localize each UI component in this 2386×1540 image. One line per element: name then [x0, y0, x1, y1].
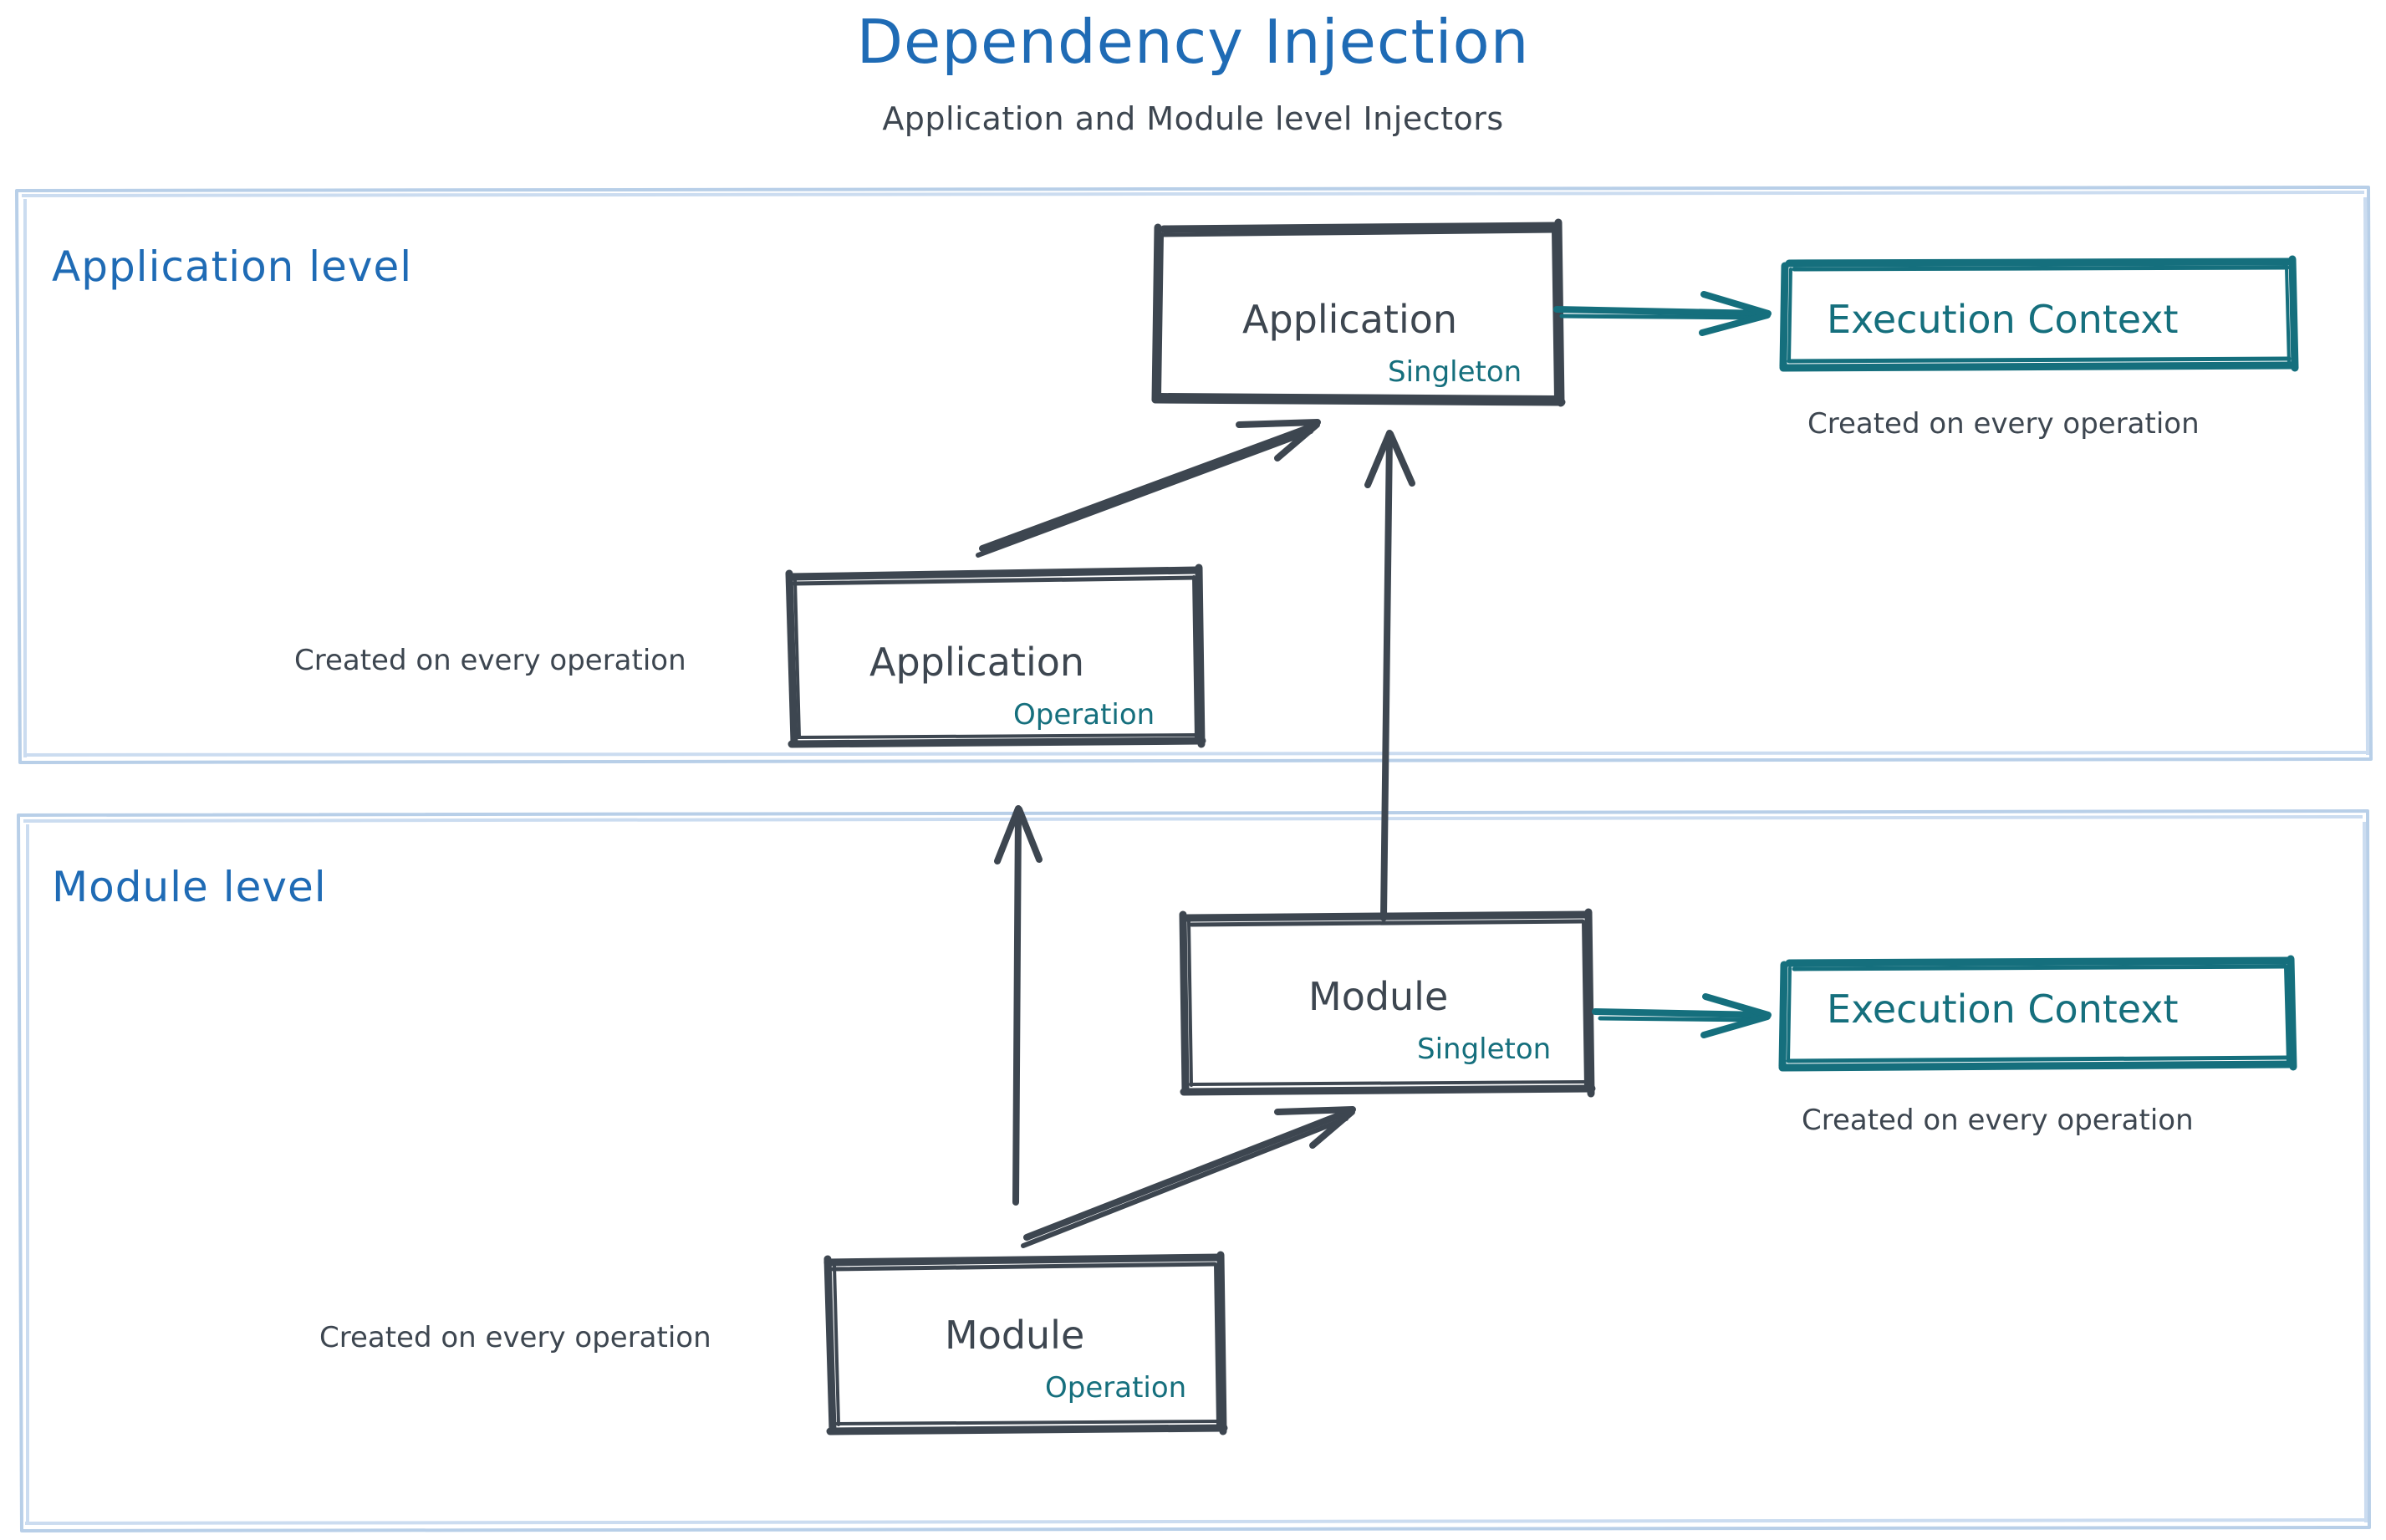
- node-title-module-operation: Module: [945, 1313, 1085, 1358]
- container-label-module-level: Module level: [52, 863, 327, 911]
- node-title-module-singleton: Module: [1308, 974, 1449, 1019]
- node-title-module-execution-context: Execution Context: [1827, 987, 2179, 1032]
- edge-module-singleton-to-app-singleton: [1364, 430, 1415, 921]
- caption-module-execution-context: Created on every operation: [1802, 1104, 2194, 1137]
- page-subtitle: Application and Module level Injectors: [882, 100, 1504, 137]
- container-label-application-level: Application level: [52, 242, 413, 291]
- container-module-level: [17, 809, 2371, 1532]
- node-title-application-singleton: Application: [1242, 297, 1458, 342]
- edge-app-operation-to-app-singleton: [976, 419, 1321, 558]
- edge-app-singleton-to-execution-context: [1553, 291, 1772, 336]
- edge-module-operation-to-app-operation: [994, 805, 1043, 1206]
- node-scope-module-operation: Operation: [1045, 1371, 1187, 1405]
- node-title-application-operation: Application: [869, 640, 1085, 685]
- node-scope-module-singleton: Singleton: [1417, 1033, 1552, 1066]
- page-title: Dependency Injection: [856, 7, 1530, 77]
- node-scope-application-singleton: Singleton: [1388, 355, 1522, 389]
- caption-module-operation: Created on every operation: [319, 1321, 711, 1354]
- edge-module-singleton-to-execution-context: [1592, 993, 1772, 1038]
- node-scope-application-operation: Operation: [1013, 698, 1155, 732]
- edge-module-operation-to-module-singleton: [1021, 1106, 1356, 1248]
- caption-application-operation: Created on every operation: [294, 644, 686, 677]
- node-title-application-execution-context: Execution Context: [1827, 297, 2179, 342]
- caption-application-execution-context: Created on every operation: [1807, 407, 2200, 441]
